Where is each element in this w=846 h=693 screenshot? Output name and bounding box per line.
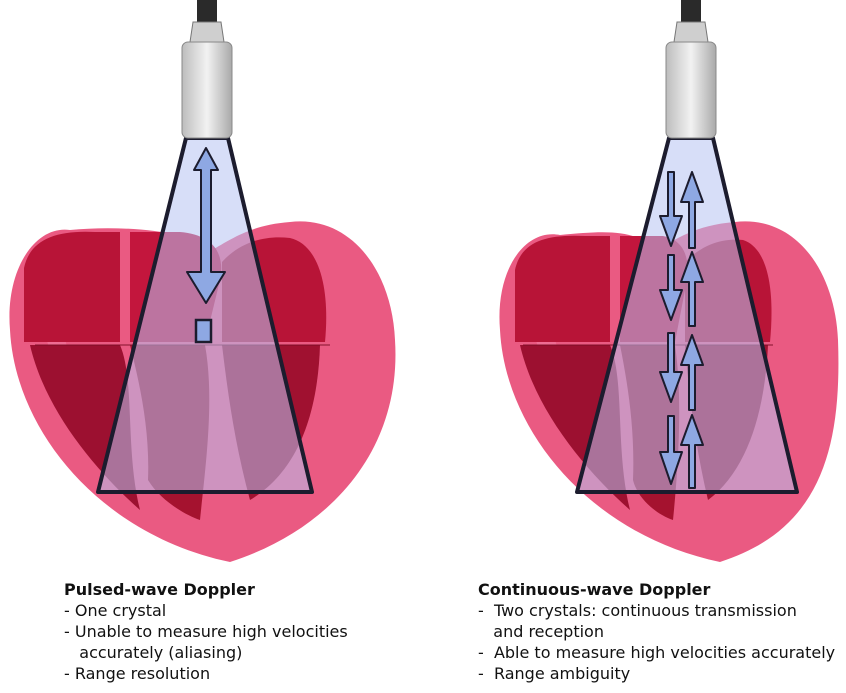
pulsed-wave-line-3: accurately (aliasing) [64,642,404,663]
continuous-wave-line-1: - Two crystals: continuous transmission [478,600,846,621]
continuous-wave-line-2: and reception [478,621,846,642]
pulsed-wave-caption: Pulsed-wave Doppler - One crystal - Unab… [64,580,404,684]
pulsed-wave-illustration [0,0,423,575]
pulsed-wave-line-4: - Range resolution [64,663,404,684]
continuous-wave-line-3: - Able to measure high velocities accura… [478,642,846,663]
continuous-wave-caption: Continuous-wave Doppler - Two crystals: … [478,580,846,684]
continuous-wave-line-4: - Range ambiguity [478,663,846,684]
pulsed-wave-line-2: - Unable to measure high velocities [64,621,404,642]
continuous-wave-illustration [423,0,846,575]
sample-volume-marker [196,320,211,342]
ultrasound-probe-icon [182,0,232,138]
pulsed-wave-line-1: - One crystal [64,600,404,621]
pulsed-wave-title: Pulsed-wave Doppler [64,580,404,600]
ultrasound-probe-icon [666,0,716,138]
continuous-wave-title: Continuous-wave Doppler [478,580,846,600]
